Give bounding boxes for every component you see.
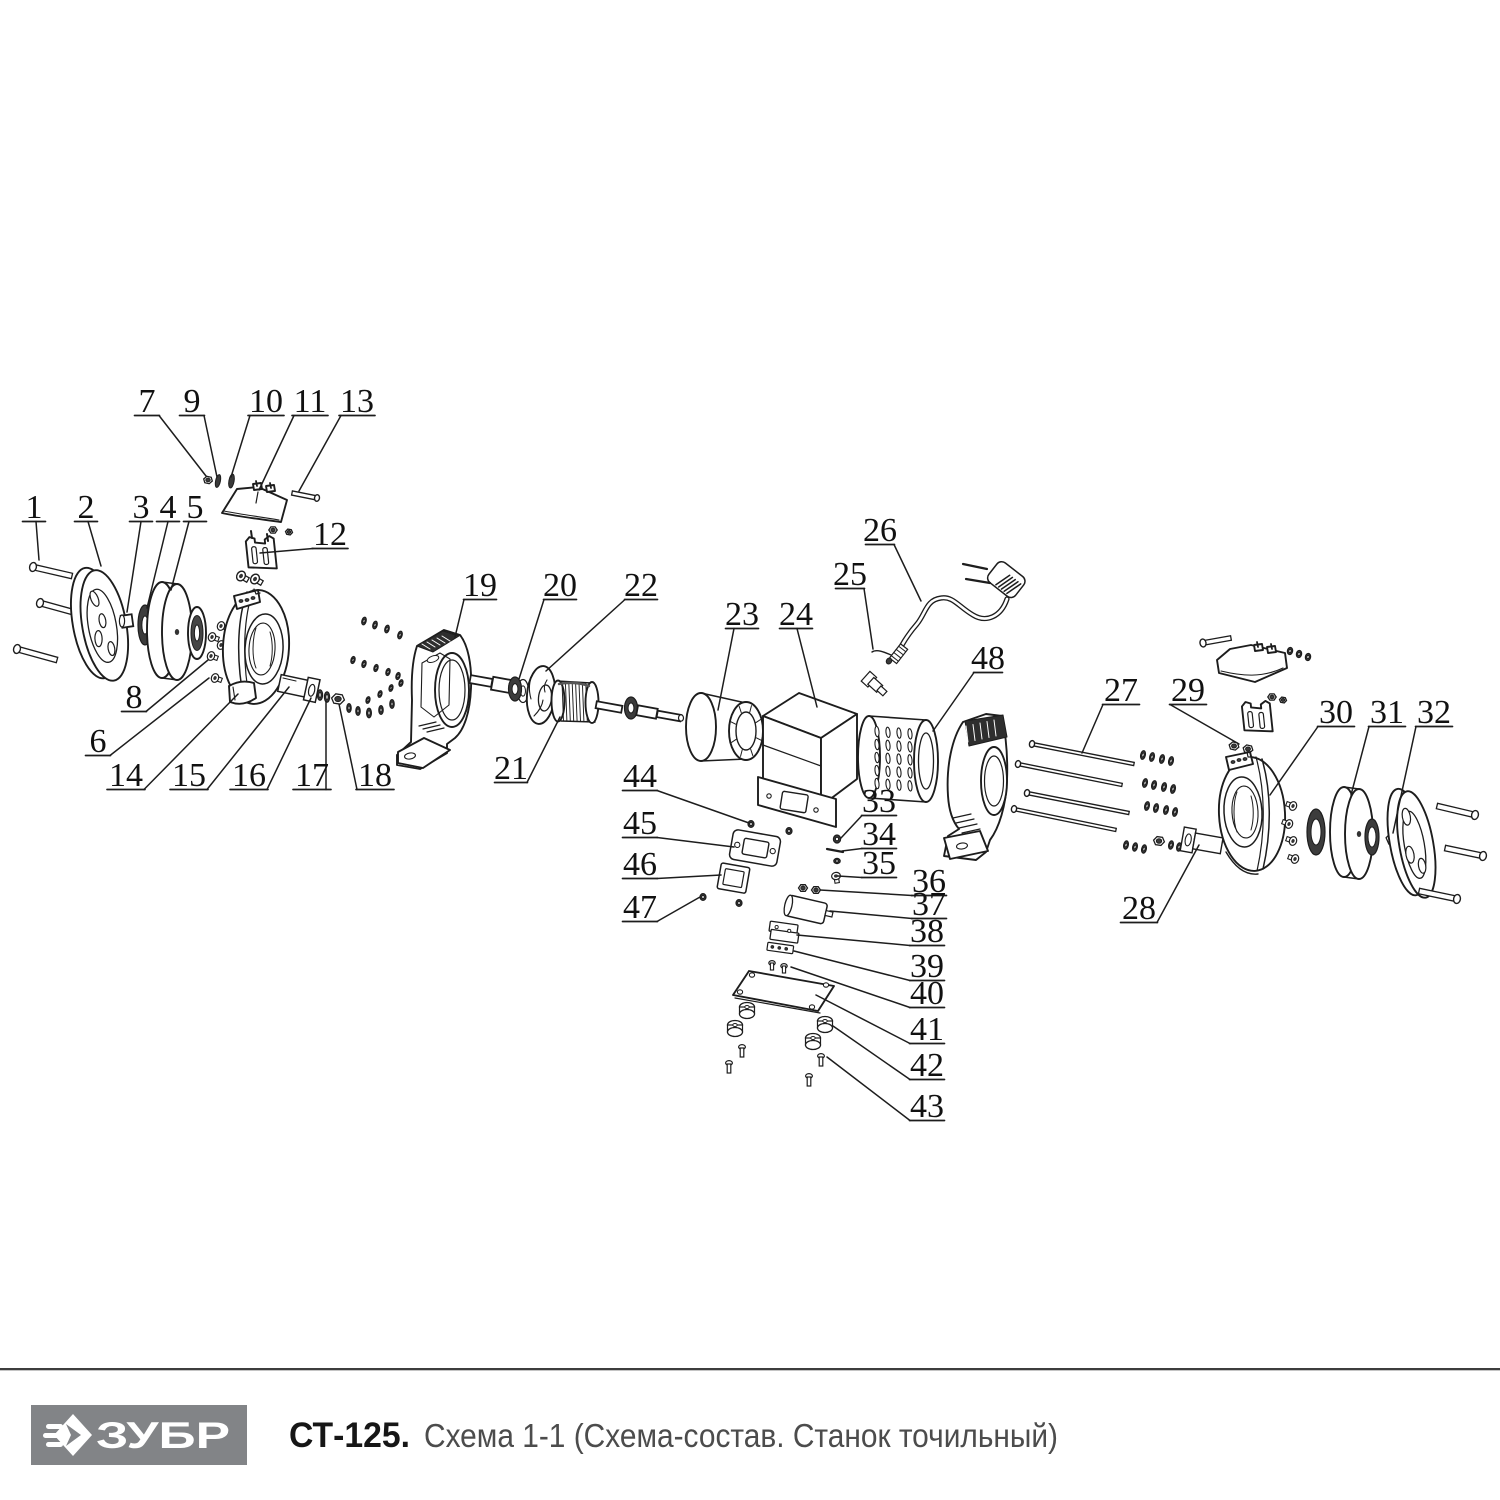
svg-text:45: 45 <box>623 805 657 842</box>
svg-text:29: 29 <box>1171 672 1205 709</box>
svg-text:СТ-125.: СТ-125. <box>289 1416 410 1455</box>
svg-text:28: 28 <box>1122 890 1156 927</box>
svg-text:27: 27 <box>1104 672 1138 709</box>
svg-text:40: 40 <box>910 975 944 1012</box>
svg-text:10: 10 <box>249 383 283 420</box>
svg-text:7: 7 <box>139 383 156 420</box>
svg-text:31: 31 <box>1370 694 1404 731</box>
svg-text:ЗУБР: ЗУБР <box>96 1415 230 1456</box>
svg-text:48: 48 <box>971 640 1005 677</box>
svg-text:21: 21 <box>494 750 528 787</box>
svg-text:47: 47 <box>623 889 657 926</box>
svg-text:43: 43 <box>910 1088 944 1125</box>
svg-text:13: 13 <box>340 383 374 420</box>
svg-text:39: 39 <box>910 948 944 985</box>
svg-text:24: 24 <box>779 596 813 633</box>
svg-text:33: 33 <box>862 783 896 820</box>
svg-text:36: 36 <box>912 863 946 900</box>
svg-text:3: 3 <box>133 489 150 526</box>
svg-text:41: 41 <box>910 1011 944 1048</box>
svg-text:44: 44 <box>623 758 657 795</box>
svg-text:34: 34 <box>862 816 896 853</box>
svg-text:1: 1 <box>26 489 43 526</box>
svg-text:17: 17 <box>295 757 329 794</box>
svg-text:35: 35 <box>862 845 896 882</box>
svg-text:30: 30 <box>1319 694 1353 731</box>
svg-text:12: 12 <box>313 516 347 553</box>
svg-text:8: 8 <box>126 679 143 716</box>
svg-text:25: 25 <box>833 556 867 593</box>
svg-text:20: 20 <box>543 567 577 604</box>
svg-text:42: 42 <box>910 1047 944 1084</box>
svg-text:38: 38 <box>910 913 944 950</box>
svg-text:2: 2 <box>78 489 95 526</box>
svg-text:5: 5 <box>187 489 204 526</box>
svg-text:6: 6 <box>90 723 107 760</box>
svg-text:23: 23 <box>725 596 759 633</box>
svg-text:22: 22 <box>624 567 658 604</box>
svg-text:11: 11 <box>294 383 327 420</box>
svg-text:37: 37 <box>912 886 946 923</box>
svg-text:18: 18 <box>358 757 392 794</box>
svg-text:Схема 1-1 (Схема-состав. Стано: Схема 1-1 (Схема-состав. Станок точильны… <box>424 1417 1058 1454</box>
svg-text:14: 14 <box>109 757 143 794</box>
svg-text:46: 46 <box>623 846 657 883</box>
svg-text:15: 15 <box>172 757 206 794</box>
svg-text:32: 32 <box>1417 694 1451 731</box>
svg-text:26: 26 <box>863 512 897 549</box>
svg-text:9: 9 <box>184 383 201 420</box>
svg-text:16: 16 <box>232 757 266 794</box>
svg-text:19: 19 <box>463 567 497 604</box>
svg-text:4: 4 <box>160 489 177 526</box>
